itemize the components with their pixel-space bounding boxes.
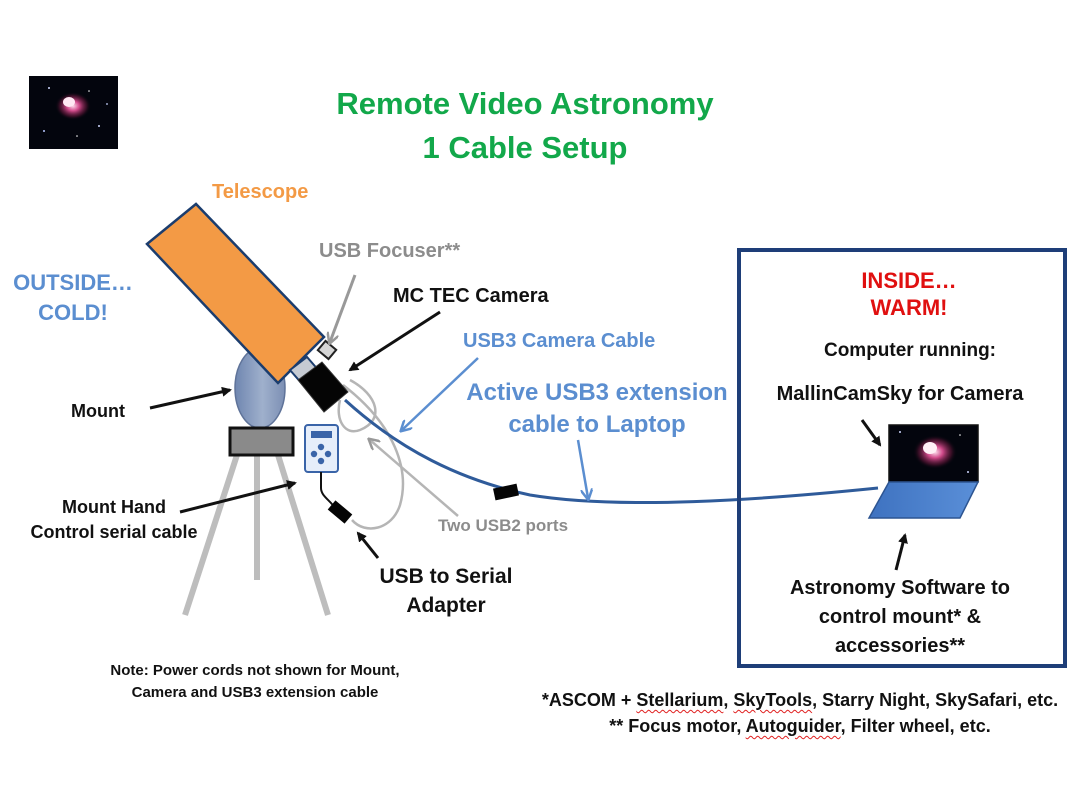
mount-label: Mount — [71, 401, 125, 421]
hand-controller-screen — [311, 431, 332, 438]
usb3-extension-cable — [343, 398, 879, 505]
usb-serial-adapter-box — [327, 500, 353, 524]
camera-arrow — [348, 310, 441, 372]
mallincamsky-arrow — [860, 419, 882, 447]
focuser-arrow — [330, 274, 357, 342]
laptop-keyboard — [867, 481, 980, 519]
tripod-leg-left — [182, 454, 240, 616]
usb3-camera-cable-arrow — [402, 357, 479, 430]
mc-tec-camera-label: MC TEC Camera — [393, 285, 549, 307]
active-usb3-label-line-2: cable to Laptop — [508, 411, 686, 438]
inside-label-line-1: INSIDE… — [861, 268, 957, 293]
inside-box — [737, 248, 1067, 668]
mount-arrow — [149, 386, 232, 410]
outside-label-line-1: OUTSIDE… — [13, 270, 133, 295]
laptop — [867, 424, 980, 519]
hand-controller-button — [310, 450, 318, 458]
usb3-cable-repeater — [493, 483, 519, 501]
two-usb2-ports-label: Two USB2 ports — [438, 516, 569, 535]
hand-control-serial-cable — [320, 472, 336, 509]
hand-controller-button — [317, 443, 325, 451]
hand-control-arrow — [179, 480, 297, 514]
footnote-line-1: *ASCOM + Stellarium, SkyTools, Starry Ni… — [541, 690, 1059, 710]
hand-control-label-line-1: Mount Hand — [62, 497, 166, 517]
inside-label-line-2: WARM! — [870, 295, 948, 320]
usb2-ports-arrow — [370, 440, 459, 517]
usb3-camera-cable-label: USB3 Camera Cable — [463, 330, 656, 352]
note-line-2: Camera and USB3 extension cable — [131, 684, 379, 701]
active-usb3-arrow — [576, 439, 588, 498]
astro-software-label-line-3: accessories** — [834, 635, 966, 657]
computer-running-label: Computer running: — [823, 340, 997, 361]
usb-focuser-label: USB Focuser** — [319, 240, 461, 262]
telescope-tube — [145, 202, 326, 385]
hand-controller-button — [317, 457, 325, 465]
mc-tec-camera-body — [297, 361, 349, 413]
usb-serial-label-line-2: Adapter — [406, 594, 486, 617]
hand-controller — [304, 424, 353, 524]
telescope-label: Telescope — [212, 181, 309, 203]
footnote-line-2: ** Focus motor, Autoguider, Filter wheel… — [609, 716, 991, 736]
laptop-screen-nebula-core — [923, 442, 937, 454]
callout-arrows — [149, 310, 908, 571]
title-line-2: 1 Cable Setup — [422, 130, 628, 165]
title-line-1: Remote Video Astronomy — [336, 86, 714, 121]
hand-control-label-line-2: Control serial cable — [30, 522, 198, 542]
note-line-1: Note: Power cords not shown for Mount, — [110, 662, 400, 679]
usb-serial-label-line-1: USB to Serial — [379, 565, 513, 588]
active-usb3-label-line-1: Active USB3 extension — [466, 379, 728, 406]
orion-nebula-thumbnail — [29, 76, 118, 149]
astro-software-label-line-2: control mount* & — [818, 606, 982, 628]
telescope — [145, 202, 349, 413]
astro-software-arrow — [894, 533, 908, 571]
usb2-cable-inner — [337, 378, 377, 433]
mallincamsky-label: MallinCamSky for Camera — [776, 383, 1024, 405]
usb2-cables — [337, 378, 405, 530]
hand-controller-button — [324, 450, 332, 458]
astro-software-label-line-1: Astronomy Software to — [789, 577, 1011, 599]
usb-focuser-box — [316, 339, 338, 361]
usb-serial-arrow — [356, 531, 380, 559]
tripod-head-block — [228, 426, 295, 457]
outside-label-line-2: COLD! — [38, 300, 108, 325]
